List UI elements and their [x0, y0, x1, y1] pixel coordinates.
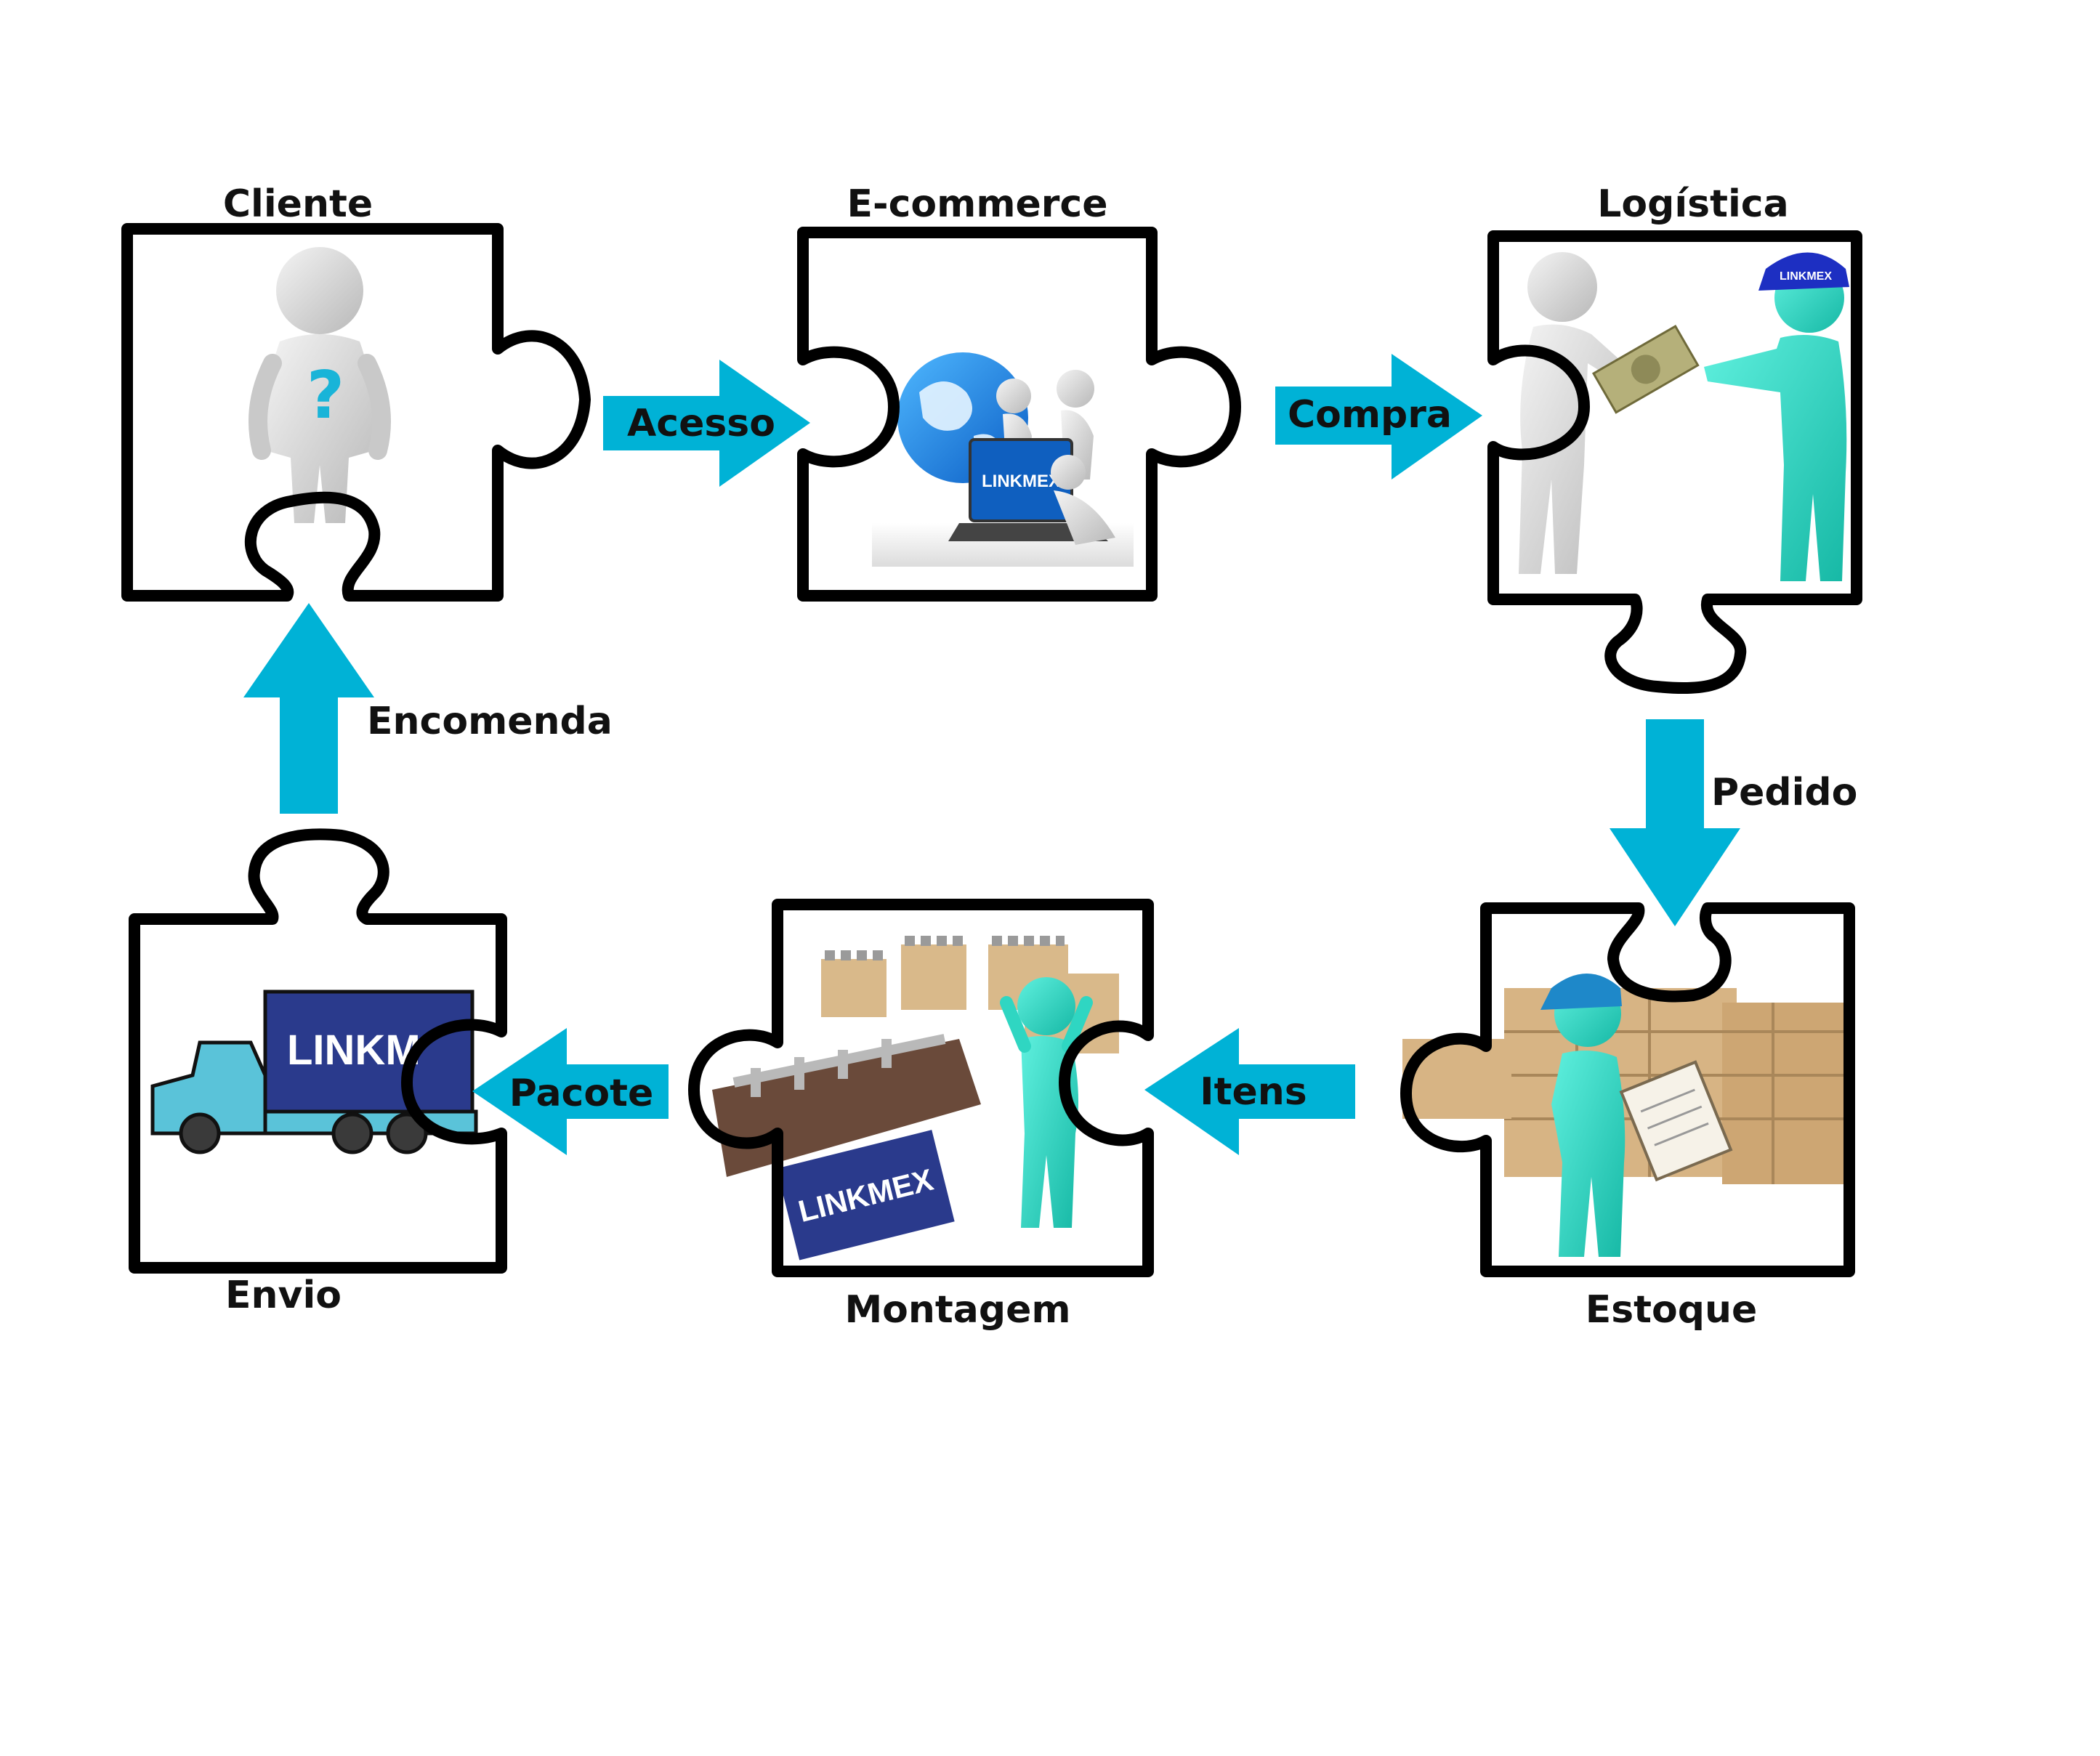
arrow-label-pedido: Pedido [1711, 771, 1857, 814]
worried-worker-figure [1000, 977, 1093, 1228]
worker-with-clipboard [1540, 974, 1733, 1257]
arrow-compra: Compra [1275, 354, 1482, 480]
piece-montagem: LINKMEX Montagem [688, 899, 1154, 1332]
arrow-label-acesso: Acesso [627, 402, 775, 445]
arrow-label-compra: Compra [1288, 393, 1452, 437]
laptop-icon: LINKMEX [948, 438, 1108, 541]
arrow-label-itens: Itens [1200, 1070, 1307, 1114]
arrow-encomenda: Encomenda [243, 603, 613, 814]
truck-icon: LINKM [150, 990, 478, 1154]
puzzle-outline-logistica [1487, 230, 1862, 695]
piece-cliente: ? Cliente [121, 182, 591, 602]
piece-ecommerce: LINKMEX E-commerce [797, 182, 1241, 602]
piece-envio: LINKM Envio [129, 828, 507, 1317]
cap-logo: LINKMEX [1780, 270, 1832, 283]
arrow-label-encomenda: Encomenda [367, 700, 613, 743]
label-cliente: Cliente [223, 182, 373, 226]
person-question-figure: ? [249, 247, 391, 523]
laptop-logo: LINKMEX [982, 472, 1060, 491]
arrow-pedido: Pedido [1610, 719, 1857, 926]
cap-icon [1758, 252, 1849, 291]
person-at-globe [996, 379, 1031, 413]
truck-logo: LINKM [287, 1027, 421, 1074]
puzzle-outline-estoque [1400, 902, 1855, 1277]
arrow-label-pacote: Pacote [509, 1072, 653, 1115]
piece-logistica: LINKMEX Logística [1487, 182, 1862, 695]
label-logistica: Logística [1597, 182, 1788, 226]
puzzle-outline-montagem [688, 899, 1154, 1277]
linkmex-banner: LINKMEX [776, 1130, 955, 1261]
worker-figure-teal: LINKMEX [1704, 252, 1849, 581]
piece-estoque: Estoque [1400, 902, 1855, 1332]
money-icon [1591, 324, 1700, 414]
arrow-pacote: Pacote [472, 1028, 669, 1155]
label-envio: Envio [225, 1274, 342, 1317]
person-helping [1057, 370, 1094, 408]
puzzle-outline-ecommerce [797, 227, 1241, 602]
question-mark-icon: ? [307, 357, 344, 434]
label-montagem: Montagem [844, 1288, 1070, 1332]
puzzle-outline-envio [129, 828, 507, 1274]
label-ecommerce: E-commerce [847, 182, 1107, 226]
arrow-itens: Itens [1144, 1028, 1355, 1155]
clipboard-icon [1619, 1060, 1733, 1182]
customer-figure-white [1519, 252, 1628, 574]
arrow-acesso: Acesso [603, 360, 810, 487]
puzzle-outline-cliente [121, 223, 591, 602]
label-estoque: Estoque [1586, 1288, 1758, 1332]
